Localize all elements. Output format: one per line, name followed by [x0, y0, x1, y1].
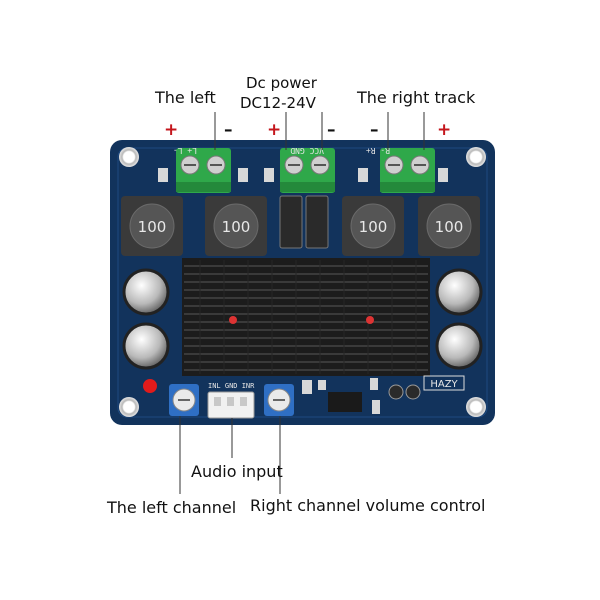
right-plus-marker: +: [437, 120, 452, 140]
capacitor-left-top: [122, 268, 170, 316]
capacitor-right-bottom: [435, 322, 483, 370]
power-capacitors: [279, 195, 329, 249]
right-minus-marker: –: [370, 120, 379, 140]
right-volume-potentiometer: [264, 384, 294, 416]
terminal-block-left: [176, 148, 231, 193]
right-channel-label: Right channel volume control: [250, 496, 486, 515]
smd-components-bottom: [302, 375, 465, 414]
svg-text:100: 100: [138, 218, 167, 236]
terminal-power-silk: VCC GND: [290, 146, 324, 155]
inductor-3: 100: [342, 196, 404, 256]
svg-text:100: 100: [359, 218, 388, 236]
power-led: [143, 379, 157, 393]
terminal-right-silk: R- R+: [366, 146, 390, 155]
capacitor-right-top: [435, 268, 483, 316]
power-plus-marker: +: [267, 120, 282, 140]
terminal-left-silk: L+ L-: [173, 146, 197, 155]
dc-power-label-line1: Dc power: [246, 74, 317, 92]
svg-text:100: 100: [222, 218, 251, 236]
brand-silk: HAZY: [430, 379, 458, 390]
callout-lines: [179, 112, 425, 494]
svg-text:100: 100: [435, 218, 464, 236]
left-minus-marker: –: [224, 120, 233, 140]
capacitor-left-bottom: [122, 322, 170, 370]
inductor-4: 100: [418, 196, 480, 256]
inductor-1: 100: [121, 196, 183, 256]
power-minus-marker: –: [327, 120, 336, 140]
audio-input-header: [207, 391, 255, 419]
mounting-holes: [119, 147, 486, 417]
left-plus-marker: +: [164, 120, 179, 140]
left-channel-label: The left channel: [107, 498, 237, 517]
right-output-label: The right track: [357, 88, 476, 107]
audio-input-silk: INL GND INR: [208, 382, 255, 390]
heatsink: [182, 258, 430, 376]
left-volume-potentiometer: [169, 384, 199, 416]
terminal-block-power: [280, 148, 335, 193]
dc-power-label-line2: DC12-24V: [240, 94, 316, 112]
inductor-2: 100: [205, 196, 267, 256]
left-output-label: The left: [155, 88, 216, 107]
audio-input-label: Audio input: [191, 462, 283, 481]
smd-components-top: [158, 168, 448, 182]
terminal-block-right: [380, 148, 435, 193]
